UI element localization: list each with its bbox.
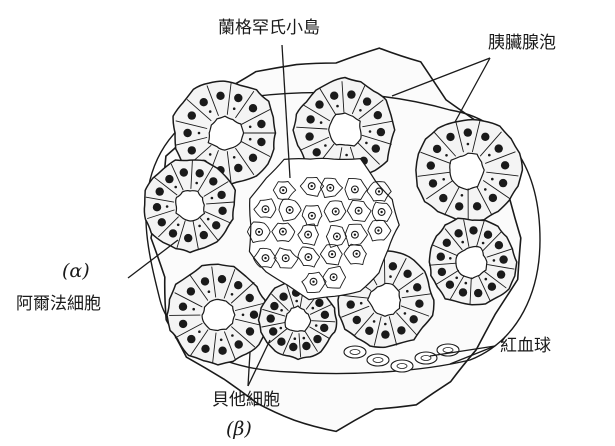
alpha-symbol: (α): [62, 262, 90, 281]
beta-symbol: (β): [226, 420, 252, 439]
rbc-label: 紅血球: [500, 338, 551, 355]
beta-cells-label: 貝他細胞: [212, 392, 280, 409]
acini-label: 胰臟腺泡: [488, 35, 556, 52]
alpha-cells-label: 阿爾法細胞: [16, 296, 101, 313]
islet-label: 蘭格罕氏小島: [218, 20, 320, 37]
